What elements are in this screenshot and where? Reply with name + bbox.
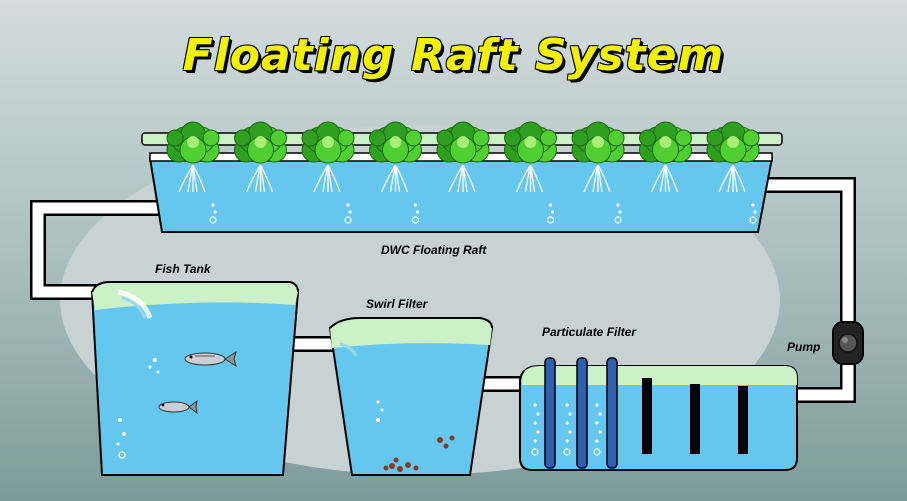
lettuce-plant bbox=[571, 121, 625, 164]
lettuce-plants bbox=[166, 121, 760, 164]
label-swirl-filter: Swirl Filter bbox=[366, 297, 428, 311]
swirl-filter bbox=[328, 317, 494, 476]
filter-bubbles bbox=[531, 403, 602, 456]
lettuce-plant bbox=[504, 121, 557, 164]
root bbox=[178, 164, 206, 193]
fish-tank bbox=[90, 281, 300, 476]
particulate-filter bbox=[519, 357, 798, 471]
lettuce-plant bbox=[706, 121, 760, 164]
fish-2 bbox=[158, 399, 198, 415]
root bbox=[245, 164, 274, 193]
filter-baffles bbox=[642, 378, 748, 454]
raft-bubbles bbox=[209, 203, 757, 224]
label-fish-tank: Fish Tank bbox=[155, 262, 211, 276]
root bbox=[718, 164, 746, 193]
fish-1 bbox=[184, 350, 237, 368]
filter-rod bbox=[606, 357, 618, 469]
root bbox=[380, 164, 409, 193]
lettuce-plant bbox=[166, 121, 220, 164]
filter-rod bbox=[544, 357, 556, 469]
filter-rod bbox=[576, 357, 588, 469]
lettuce-plant bbox=[234, 121, 287, 164]
filter-media-rods bbox=[544, 357, 618, 469]
label-pump: Pump bbox=[787, 340, 821, 354]
pump-icon bbox=[832, 321, 864, 365]
lettuce-plant bbox=[369, 121, 422, 164]
root bbox=[650, 164, 679, 193]
sediment bbox=[383, 435, 455, 472]
lettuce-plant bbox=[436, 121, 490, 164]
root bbox=[583, 164, 611, 193]
root bbox=[515, 164, 544, 193]
label-dwc-raft: DWC Floating Raft bbox=[381, 243, 487, 257]
root bbox=[313, 164, 341, 193]
lettuce-plant bbox=[301, 121, 355, 164]
root bbox=[448, 164, 476, 193]
plant-roots bbox=[178, 164, 746, 193]
page-title: Floating Raft System bbox=[182, 30, 725, 81]
fish-tank-bubbles bbox=[116, 358, 160, 459]
label-particulate-filter: Particulate Filter bbox=[542, 325, 637, 339]
lettuce-plant bbox=[639, 121, 692, 164]
